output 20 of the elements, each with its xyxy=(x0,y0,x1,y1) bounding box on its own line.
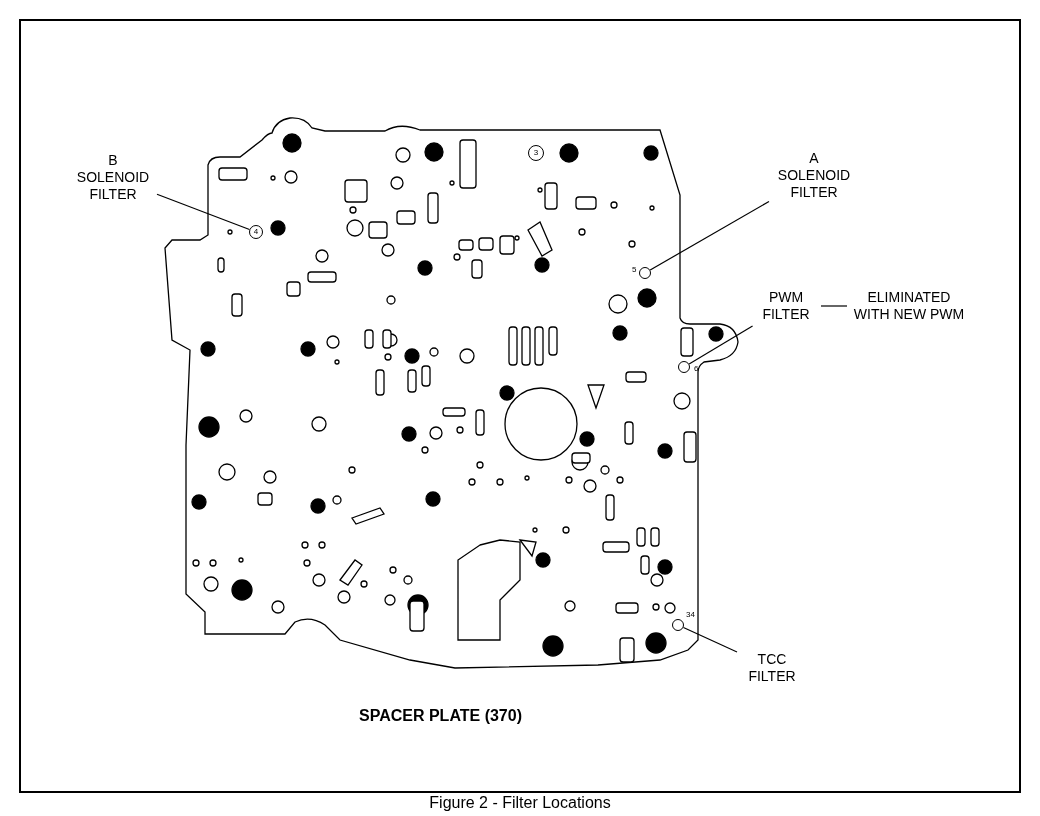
filter-hole xyxy=(678,361,690,373)
callout-label: PWM FILTER xyxy=(754,289,818,323)
leader-line xyxy=(688,325,754,365)
leader-line xyxy=(820,305,848,307)
leader-line xyxy=(682,626,738,653)
leader-line xyxy=(156,193,251,231)
callout-label: B SOLENOID FILTER xyxy=(72,152,154,203)
callout-label: TCC FILTER xyxy=(740,651,804,685)
hole-number: 5 xyxy=(632,265,637,274)
hole-number: 34 xyxy=(686,610,695,619)
filter-hole xyxy=(672,619,684,631)
leader-line xyxy=(649,200,770,271)
filter-hole: 4 xyxy=(249,225,263,239)
note-label: ELIMINATED WITH NEW PWM xyxy=(850,289,968,323)
callout-label: A SOLENOID FILTER xyxy=(772,150,856,201)
numbered-hole: 3 xyxy=(528,145,544,161)
figure-caption: Figure 2 - Filter Locations xyxy=(428,794,612,812)
hole-number: 6 xyxy=(694,364,699,373)
filter-hole xyxy=(639,267,651,279)
drawing-title: SPACER PLATE (370) xyxy=(359,707,522,725)
